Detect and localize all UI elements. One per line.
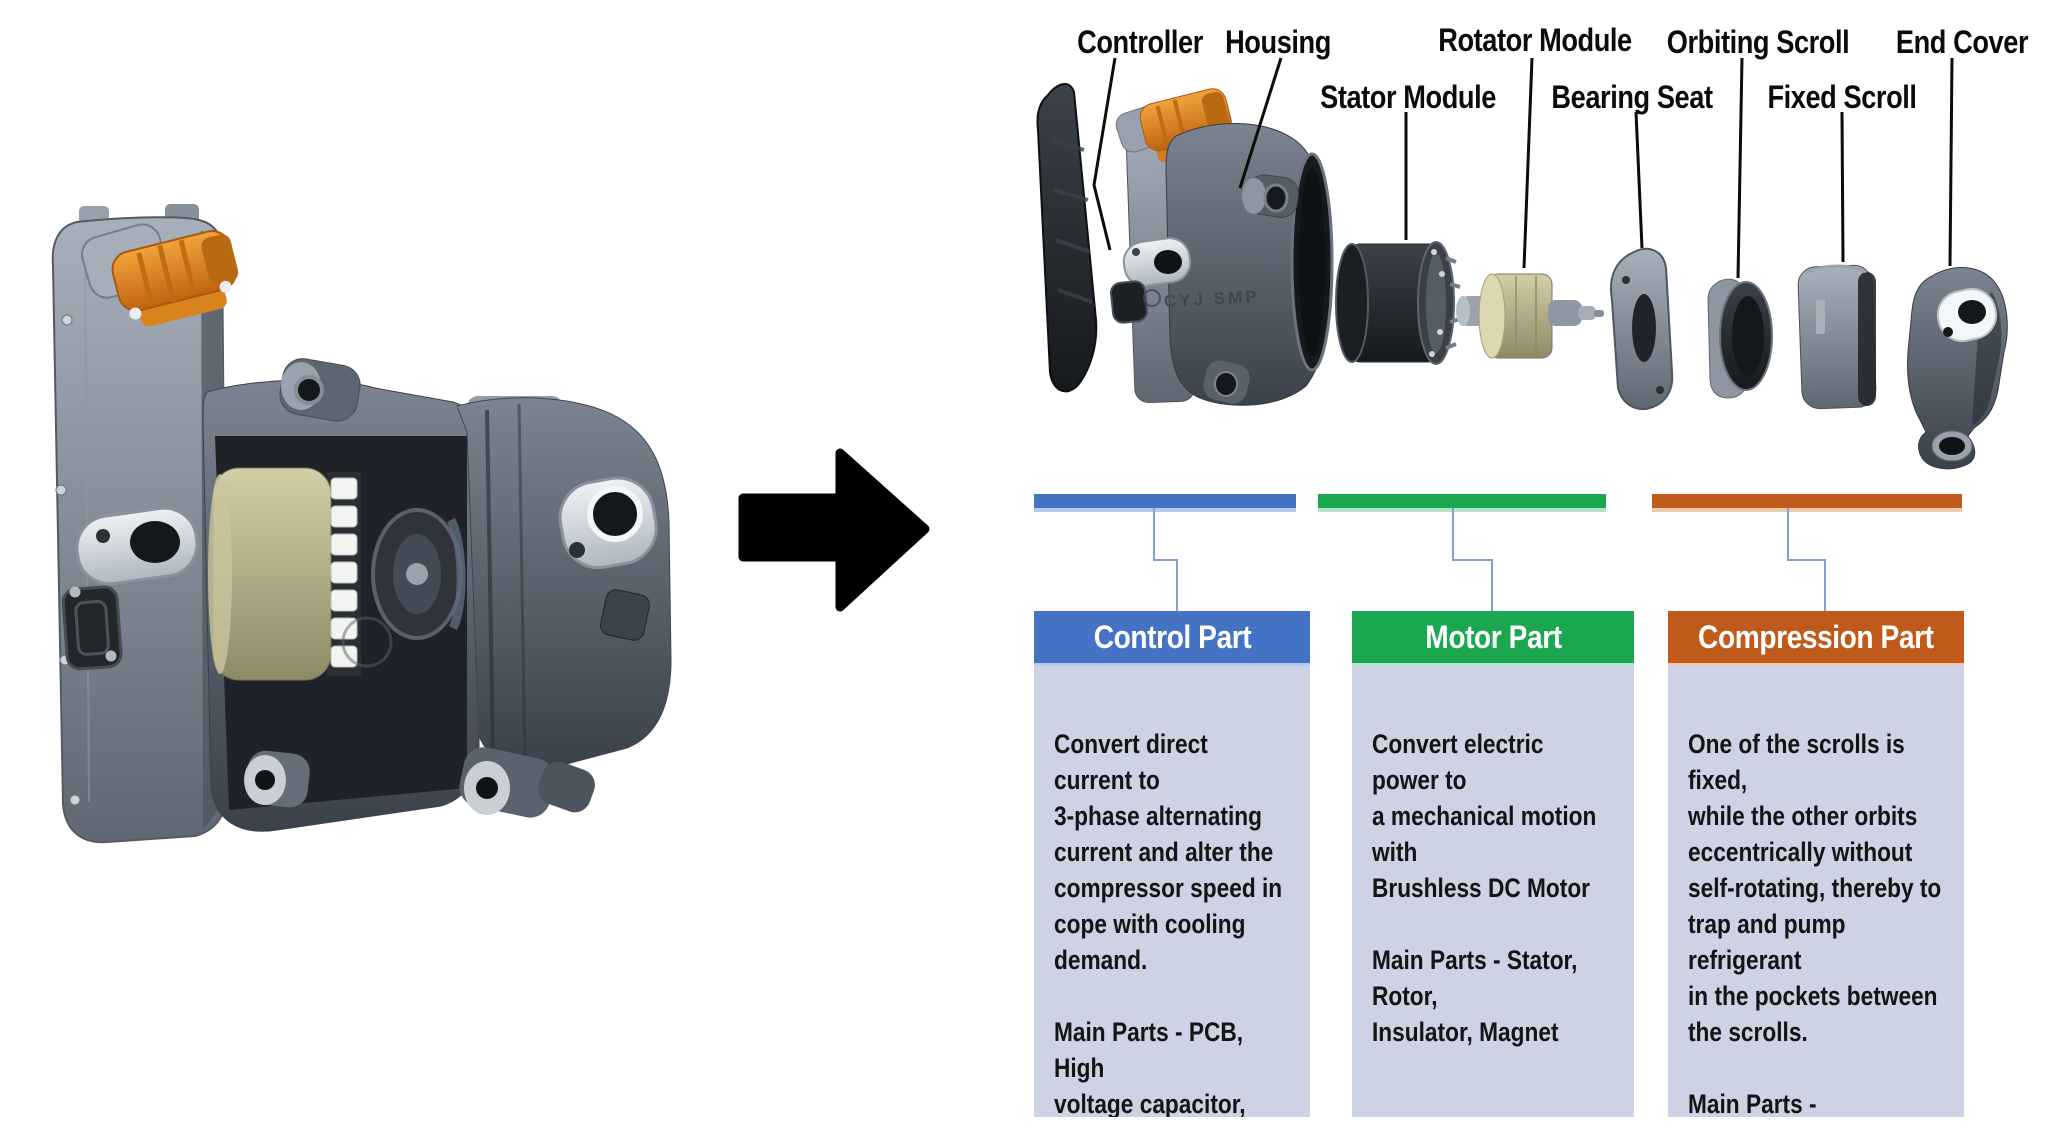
label-orbiting-scroll: Orbiting Scroll — [1666, 24, 1850, 60]
card-compression-body: One of the scrolls is fixed, while the o… — [1668, 666, 1964, 1117]
orbiting-scroll-part — [1707, 278, 1773, 399]
section-bar-compression — [1652, 494, 1962, 512]
leader-end-cover — [1948, 57, 1954, 267]
label-housing: Housing — [1225, 24, 1331, 60]
emboss-logo — [341, 616, 393, 668]
end-cover-part — [1907, 267, 2008, 470]
connector-control — [1153, 508, 1178, 611]
housing-part: CYJ SMP — [1109, 88, 1334, 406]
card-motor-title: Motor Part — [1424, 618, 1562, 655]
label-bearing-seat: Bearing Seat — [1551, 79, 1713, 115]
stator-module-part — [1335, 241, 1461, 365]
leader-lines — [1092, 57, 1954, 279]
card-motor-body: Convert electric power to a mechanical m… — [1352, 666, 1634, 1117]
section-bar-control — [1034, 494, 1296, 512]
section-bar-motor — [1318, 494, 1606, 512]
right-port-bracket — [558, 476, 658, 641]
leader-housing — [1238, 57, 1283, 189]
left-port-bracket — [75, 506, 199, 586]
fixed-scroll-part — [1797, 264, 1877, 410]
card-control-part: Control Part Convert direct current to 3… — [1034, 611, 1310, 1117]
leader-controller — [1092, 57, 1117, 251]
housing-engraving: CYJ SMP — [1164, 287, 1261, 311]
leader-rotator-module — [1522, 57, 1534, 269]
card-compression-title: Compression Part — [1698, 618, 1934, 655]
transform-arrow-icon — [738, 448, 930, 612]
leader-bearing-seat — [1634, 111, 1644, 249]
signal-connector — [61, 585, 123, 671]
exploded-view-illustration: CYJ SMP — [1036, 57, 2008, 470]
scroll-housing — [456, 397, 672, 769]
leader-orbiting-scroll — [1736, 57, 1744, 279]
label-stator-module: Stator Module — [1320, 79, 1496, 115]
card-control-body: Convert direct current to 3-phase altern… — [1034, 666, 1310, 1117]
controller-part — [1036, 83, 1098, 393]
hv-connector-icon — [111, 230, 239, 327]
card-control-header: Control Part — [1034, 611, 1310, 666]
insulator-teeth — [330, 477, 358, 668]
assembled-compressor-illustration — [51, 204, 672, 844]
label-end-cover: End Cover — [1895, 24, 2029, 60]
label-rotator-module: Rotator Module — [1438, 22, 1632, 58]
connector-motor — [1452, 508, 1493, 611]
rotator-module-part — [1456, 273, 1604, 359]
label-controller: Controller — [1077, 24, 1203, 60]
top-mount-boss — [279, 358, 361, 422]
leader-fixed-scroll — [1840, 111, 1845, 263]
label-fixed-scroll: Fixed Scroll — [1767, 79, 1917, 115]
card-motor-header: Motor Part — [1352, 611, 1634, 666]
card-compression-part: Compression Part One of the scrolls is f… — [1668, 611, 1964, 1117]
engraving-logo-icon — [1143, 289, 1161, 307]
bearing-seat-part — [1610, 247, 1674, 410]
card-control-text: Convert direct current to 3-phase altern… — [1054, 729, 1283, 1117]
rotor-cutaway — [371, 508, 466, 640]
card-motor-part: Motor Part Convert electric power to a m… — [1352, 611, 1634, 1117]
connector-compression — [1787, 508, 1826, 611]
bottom-mount-boss-right — [459, 747, 595, 818]
card-motor-text: Convert electric power to a mechanical m… — [1372, 729, 1597, 1047]
card-compression-text: One of the scrolls is fixed, while the o… — [1688, 729, 1942, 1117]
bottom-mount-boss-left — [244, 750, 310, 808]
card-compression-header: Compression Part — [1668, 611, 1964, 666]
card-control-title: Control Part — [1093, 618, 1251, 655]
stator-cutaway — [208, 467, 361, 681]
